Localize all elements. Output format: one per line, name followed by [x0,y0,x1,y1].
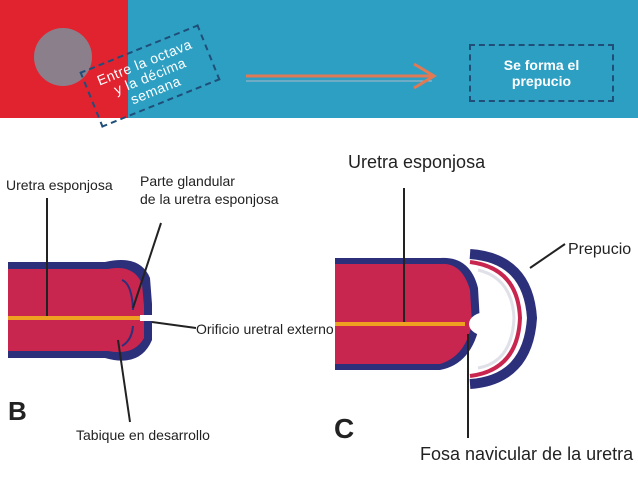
result-line-2: prepucio [511,73,572,89]
urethra-development-diagram: Uretra esponjosa Parte glandular de la u… [6,152,634,464]
label-c-fosa: Fosa navicular de la uretra [420,444,634,464]
decorative-circle [34,28,92,86]
figure-b: Uretra esponjosa Parte glandular de la u… [6,173,334,443]
label-b-tabique: Tabique en desarrollo [76,427,210,443]
label-c-uretra: Uretra esponjosa [348,152,486,172]
figure-c-letter: C [334,413,354,444]
label-b-parte-2: de la uretra esponjosa [140,191,279,207]
right-arrow-icon [246,62,437,90]
figure-c: Uretra esponjosa Prepucio Fosa navicular… [334,152,634,464]
label-b-parte-1: Parte glandular [140,173,235,189]
header-banner: Entre la octava y la décima semana Se fo… [0,0,638,128]
result-line-1: Se forma el [503,57,580,73]
result-callout: Se forma el prepucio [469,44,614,102]
figure-b-letter: B [8,396,27,426]
label-b-uretra: Uretra esponjosa [6,177,113,193]
label-b-orificio: Orificio uretral externo [196,321,334,337]
label-c-prepucio: Prepucio [568,241,631,258]
